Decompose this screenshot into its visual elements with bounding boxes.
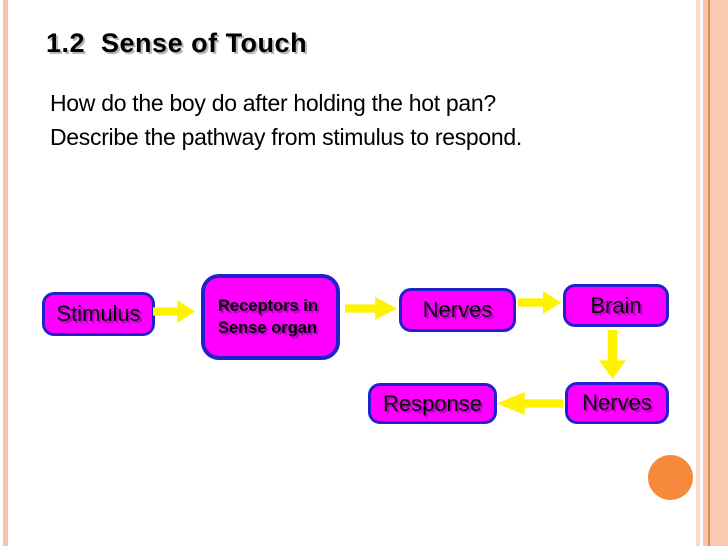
right-edge-stripe-mid (703, 0, 708, 546)
right-edge-stripe-line (708, 0, 710, 546)
diagram-box-stimulus-label: Stimulus (56, 301, 141, 326)
question-text: How do the boy do after holding the hot … (50, 86, 650, 154)
arrow-nerves-to-response (497, 392, 563, 415)
diagram-box-nerves-top: Nerves (399, 288, 516, 332)
arrow-receptors-to-nerves (345, 297, 397, 320)
decorative-orange-circle (648, 455, 693, 500)
diagram-box-receptors-label-line2: Sense organ (218, 319, 318, 337)
arrow-nerves-to-brain (518, 291, 561, 314)
diagram-box-response-label: Response (382, 390, 483, 416)
diagram-box-nerves-top-label: Nerves (422, 297, 493, 322)
diagram-box-nerves-bottom-label: Nerves (582, 390, 652, 415)
diagram-box-brain-label: Brain (590, 292, 642, 318)
diagram-box-stimulus: Stimulus (42, 292, 155, 336)
diagram-box-response: Response (368, 383, 497, 424)
diagram-box-brain: Brain (563, 284, 669, 327)
right-edge-stripe-outer (696, 0, 700, 546)
right-edge-stripe-field (710, 0, 728, 546)
question-line-2: Describe the pathway from stimulus to re… (50, 124, 522, 150)
arrow-stimulus-to-receptors (153, 300, 195, 323)
diagram-box-receptors: Receptors in Sense organ (201, 274, 340, 360)
diagram-box-nerves-bottom: Nerves (565, 382, 669, 424)
question-line-1: How do the boy do after holding the hot … (50, 90, 496, 116)
arrow-brain-to-nerves (599, 330, 626, 379)
diagram-box-receptors-label-line1: Receptors in (218, 297, 318, 315)
slide-title: 1.2 Sense of Touch (46, 28, 308, 58)
left-edge-stripe (3, 0, 8, 546)
